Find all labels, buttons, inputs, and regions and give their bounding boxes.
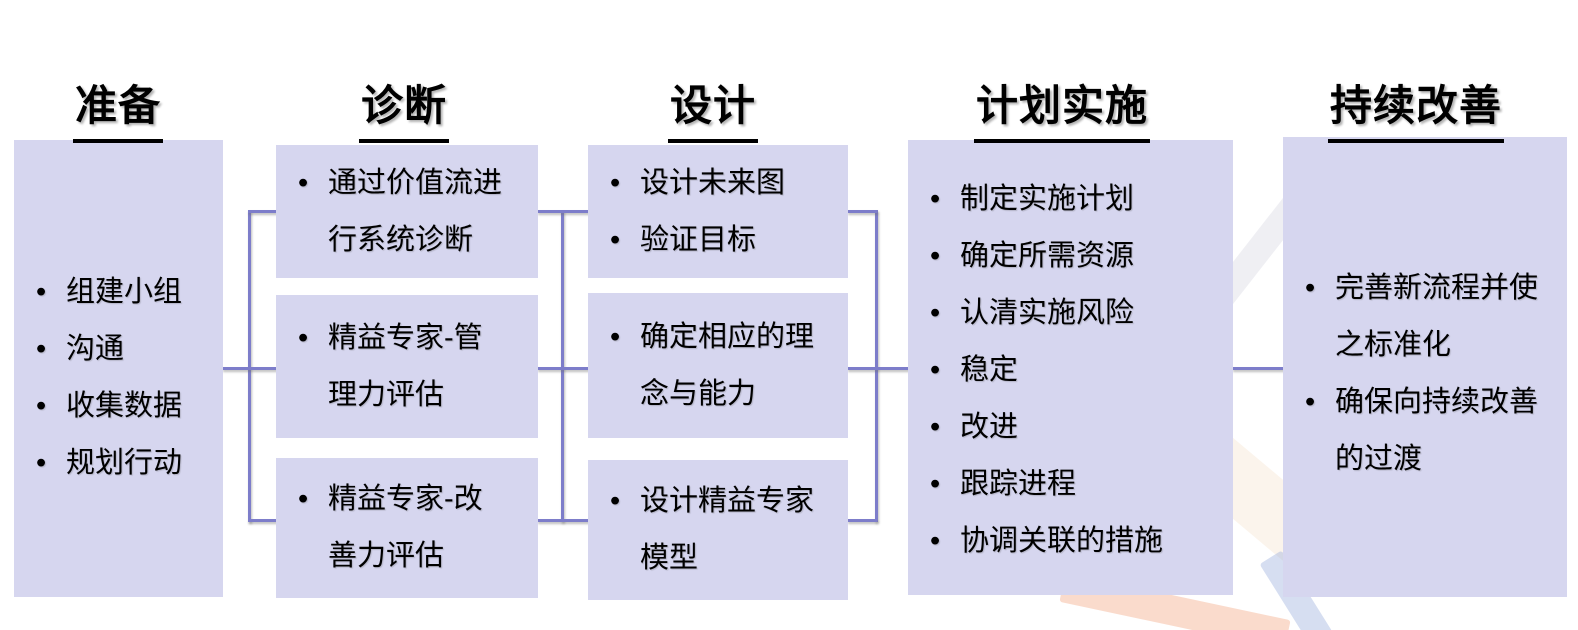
list-item: 跟踪进程 [924, 456, 1233, 513]
column-header-continuous-improvement: 持续改善 [1327, 72, 1505, 143]
process-box-concepts-capabilities: 确定相应的理念与能力 [588, 293, 848, 438]
connector-line [537, 210, 590, 213]
column-header-design: 设计 [667, 72, 759, 143]
process-box-future-map: 设计未来图 验证目标 [588, 145, 848, 278]
list-item: 验证目标 [604, 212, 848, 269]
connector-line [1232, 367, 1284, 370]
process-box-continuous-improvement: 完善新流程并使之标准化 确保向持续改善的过渡 [1283, 137, 1567, 597]
list-item: 精益专家-改善力评估 [292, 471, 538, 585]
column-header-diagnosis: 诊断 [358, 72, 450, 143]
connector-line [248, 519, 278, 522]
list-item: 规划行动 [30, 435, 223, 492]
connector-line [537, 519, 590, 522]
process-box-improvement-assessment: 精益专家-改善力评估 [276, 458, 538, 598]
connector-line [847, 519, 877, 522]
list-item: 确定相应的理念与能力 [604, 309, 848, 423]
list-item: 收集数据 [30, 378, 223, 435]
column-header-plan-implementation: 计划实施 [973, 72, 1151, 143]
process-box-preparation: 组建小组 沟通 收集数据 规划行动 [14, 140, 223, 597]
bracket-line-2 [561, 210, 564, 522]
connector-line [847, 367, 909, 370]
connector-line [222, 367, 278, 370]
list-item: 组建小组 [30, 264, 223, 321]
list-item: 确定所需资源 [924, 228, 1233, 285]
process-box-plan-implementation: 制定实施计划 确定所需资源 认清实施风险 稳定 改进 跟踪进程 协调关联的措施 [908, 140, 1233, 595]
list-item: 认清实施风险 [924, 285, 1233, 342]
list-item: 改进 [924, 399, 1233, 456]
list-item: 通过价值流进行系统诊断 [292, 155, 538, 269]
connector-line [248, 210, 278, 213]
list-item: 协调关联的措施 [924, 513, 1233, 570]
connector-line [847, 210, 877, 213]
process-box-management-assessment: 精益专家-管理力评估 [276, 295, 538, 438]
list-item: 确保向持续改善的过渡 [1299, 374, 1567, 488]
list-item: 精益专家-管理力评估 [292, 310, 538, 424]
list-item: 设计未来图 [604, 155, 848, 212]
list-item: 沟通 [30, 321, 223, 378]
list-item: 制定实施计划 [924, 171, 1233, 228]
list-item: 设计精益专家模型 [604, 473, 848, 587]
connector-line [537, 367, 590, 370]
bracket-line-1 [248, 210, 251, 522]
bracket-line-3 [875, 210, 878, 522]
process-box-value-stream-diagnosis: 通过价值流进行系统诊断 [276, 145, 538, 278]
list-item: 完善新流程并使之标准化 [1299, 260, 1567, 374]
column-header-preparation: 准备 [72, 72, 164, 143]
process-box-lean-expert-model: 设计精益专家模型 [588, 460, 848, 600]
list-item: 稳定 [924, 342, 1233, 399]
